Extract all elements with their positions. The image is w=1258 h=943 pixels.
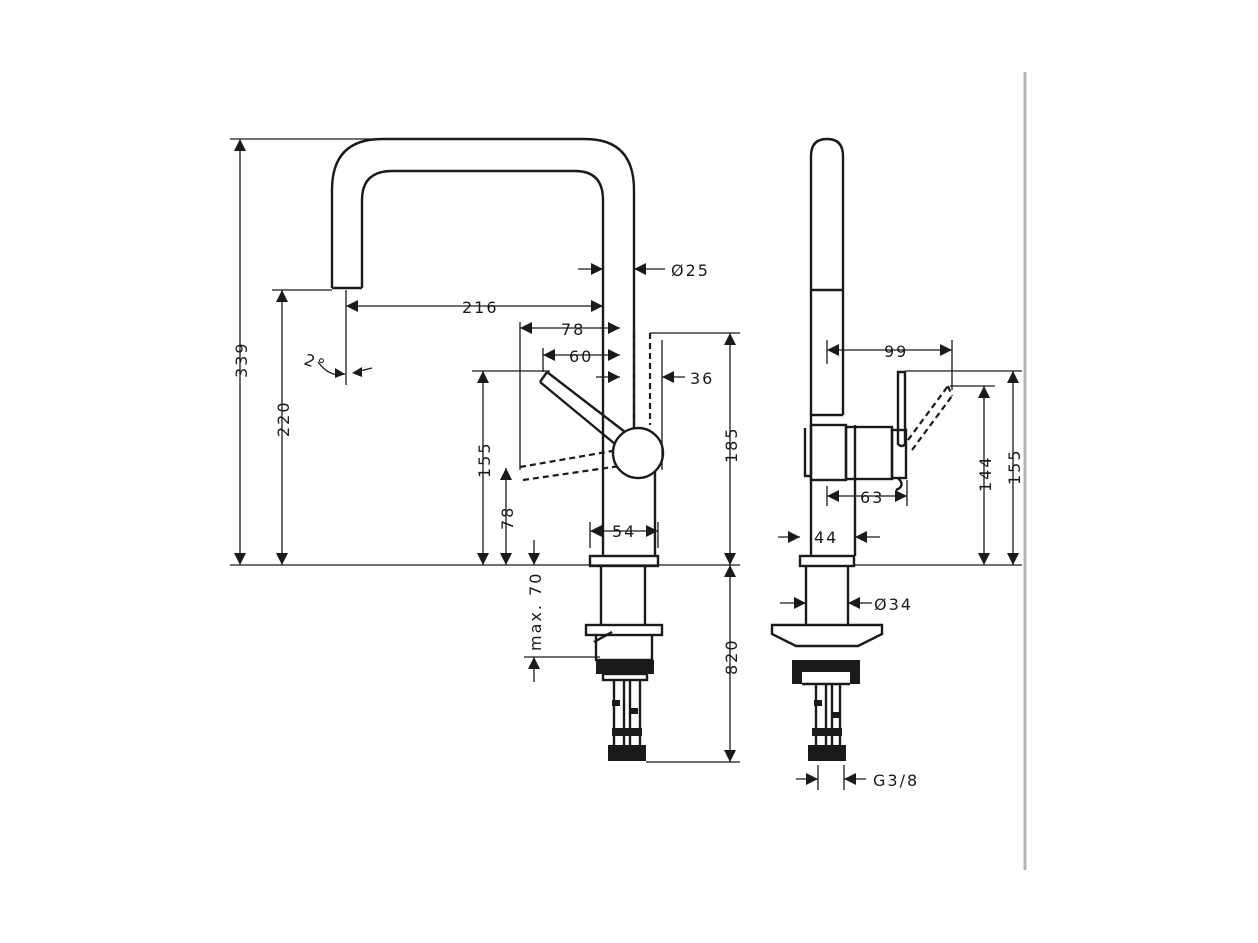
label-155-side: 155 [1005, 448, 1024, 485]
label-max-70: max. 70 [526, 572, 545, 651]
label-diameter-34: Ø34 [874, 595, 913, 614]
label-339: 339 [232, 341, 251, 378]
label-216: 216 [462, 298, 499, 317]
label-2-degree: 2° [302, 350, 329, 375]
label-820: 820 [722, 638, 741, 675]
label-36: 36 [690, 369, 714, 388]
label-63: 63 [860, 488, 884, 507]
front-view [330, 137, 665, 761]
label-g3-8: G3/8 [873, 771, 919, 790]
label-60: 60 [569, 347, 593, 366]
front-dimension-lines [230, 138, 740, 763]
label-44: 44 [814, 528, 838, 547]
label-54: 54 [612, 522, 636, 541]
label-155-front: 155 [475, 441, 494, 478]
side-view [770, 137, 954, 761]
label-99: 99 [884, 342, 908, 361]
label-220: 220 [274, 400, 293, 437]
label-144: 144 [976, 455, 995, 492]
label-78-top: 78 [561, 320, 585, 339]
label-diameter-25: Ø25 [671, 261, 710, 280]
side-dimension-lines [778, 340, 1022, 790]
label-78-low: 78 [498, 506, 517, 530]
label-185: 185 [722, 426, 741, 463]
